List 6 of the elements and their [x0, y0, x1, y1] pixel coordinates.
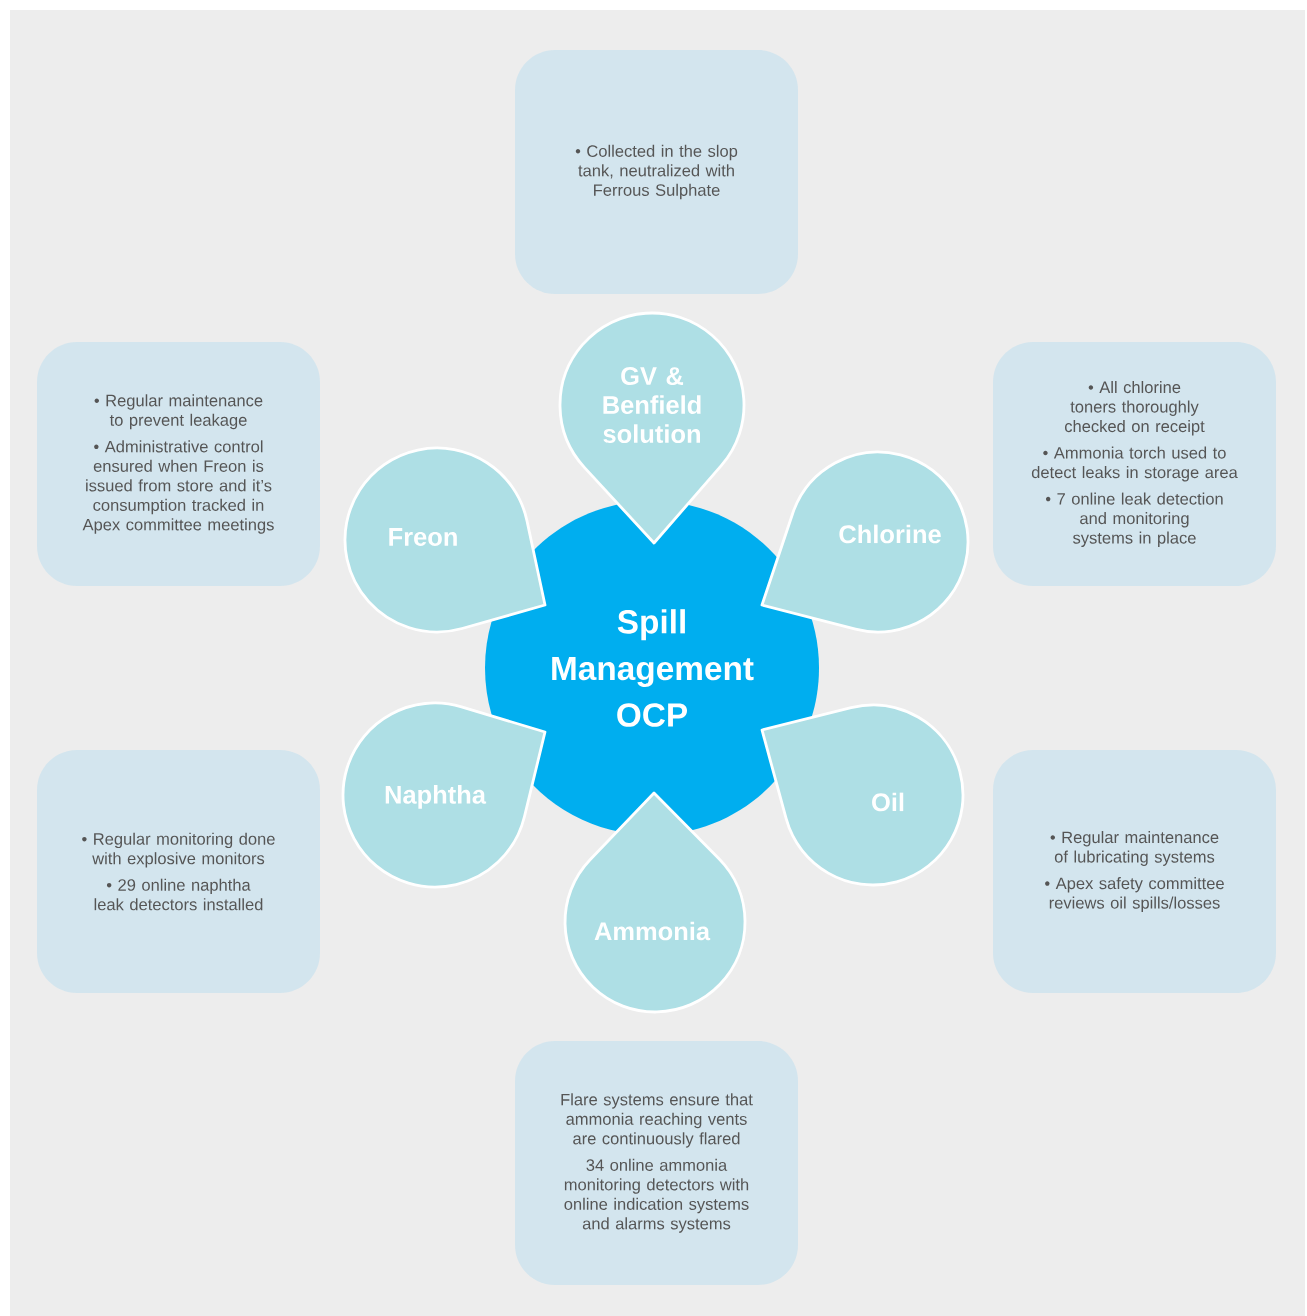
text-box: • Collected in the slop tank, neutralized with Ferrous Sulphate [515, 50, 798, 294]
text-box: • Regular maintenance to prevent leakage • Administrative control ensured when Freon is issued from store and it’s consumption tracked in Apex committee meetings [37, 342, 320, 586]
text-box: Flare systems ensure that ammonia reaching vents are continuously flared 34 online ammonia monitoring detectors with online indication systems and alarms systems [515, 1041, 798, 1285]
text-box: • Regular maintenance of lubricating systems • Apex safety committee reviews oil spills/losses [993, 750, 1276, 993]
text-box: • Regular monitoring done with explosive monitors • 29 online naphtha leak detectors installed [37, 750, 320, 993]
text-box: • All chlorine toners thoroughly checked on receipt • Ammonia torch used to detect leaks in storage area • 7 online leak detection and monitoring systems in place [993, 342, 1276, 586]
